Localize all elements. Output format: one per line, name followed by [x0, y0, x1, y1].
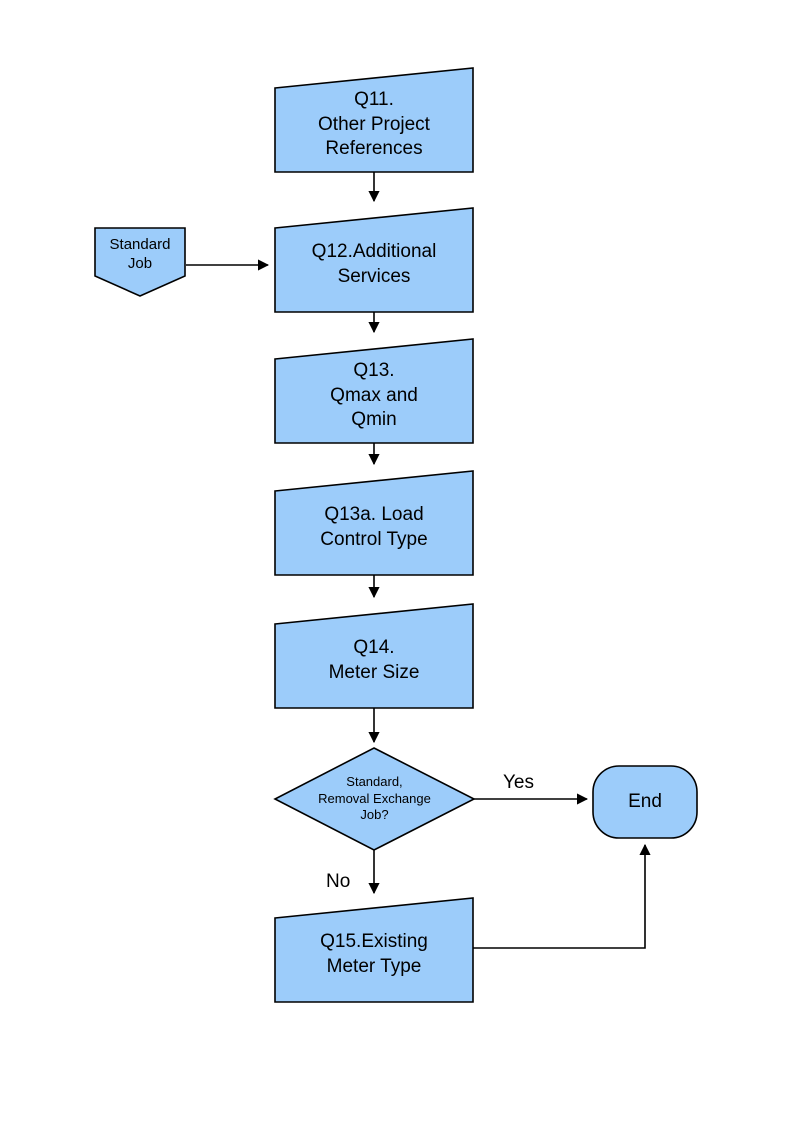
node-q13a[interactable] [274, 470, 474, 576]
node-standard-job[interactable] [94, 227, 186, 297]
node-shape-data[interactable] [274, 470, 474, 576]
node-shape-data[interactable] [274, 338, 474, 444]
node-shape-data[interactable] [274, 897, 474, 1003]
node-decision[interactable] [273, 747, 476, 851]
node-q15[interactable] [274, 897, 474, 1003]
node-q12[interactable] [274, 207, 474, 313]
node-shape-terminator[interactable] [592, 765, 698, 839]
node-shape-data[interactable] [274, 207, 474, 313]
node-shape-data[interactable] [274, 603, 474, 709]
node-shape-pentagon[interactable] [94, 227, 186, 297]
edge-q15-to-end [473, 843, 651, 949]
edge-label-yes: Yes [503, 772, 534, 793]
node-end[interactable] [592, 765, 698, 839]
edge-label-no: No [326, 871, 351, 892]
edge-line [473, 843, 651, 949]
node-q11[interactable] [274, 67, 474, 173]
node-q13[interactable] [274, 338, 474, 444]
node-q14[interactable] [274, 603, 474, 709]
node-shape-diamond[interactable] [273, 747, 476, 851]
node-shape-data[interactable] [274, 67, 474, 173]
